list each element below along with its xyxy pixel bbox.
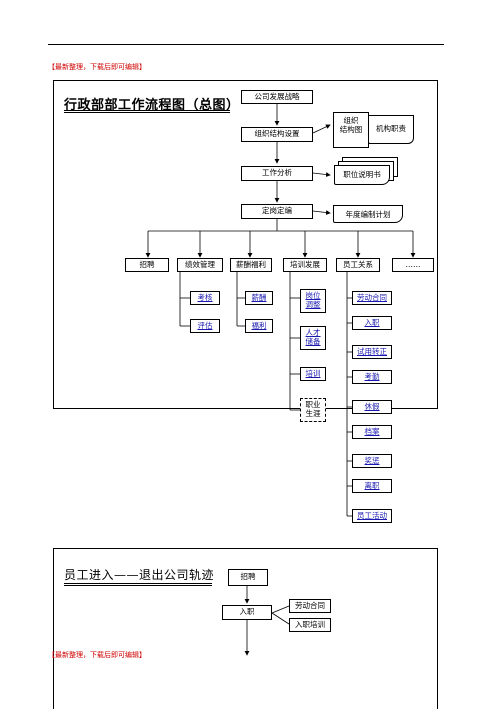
- employee-track-panel: [53, 548, 438, 709]
- org-duties-label: 机构职责: [376, 124, 406, 133]
- perf-evaluation[interactable]: 评估: [190, 319, 220, 333]
- title-underline: [64, 110, 230, 111]
- annual-plan-label: 年度编制计划: [345, 210, 391, 219]
- rel-attendance[interactable]: 考勤: [352, 370, 392, 384]
- staffing-box: 定岗定编: [241, 204, 313, 219]
- annual-plan-doc: [333, 205, 403, 223]
- track-labor-contract-box: 劳动合同: [289, 599, 331, 613]
- category-compensation: 薪酬福利: [230, 258, 272, 272]
- job-desc-doc: [334, 165, 390, 185]
- rel-onboard[interactable]: 入职: [352, 316, 392, 330]
- training-career-label: 职业 生涯: [305, 400, 321, 418]
- bottom-banner: 【最新整理，下载后即可编辑】: [48, 651, 146, 659]
- strategy-box: 公司发展战略: [241, 90, 313, 104]
- category-training: 培训发展: [283, 258, 327, 272]
- top-banner: 【最新整理，下载后即可编辑】: [48, 63, 146, 71]
- track-onboard-box: 入职: [222, 605, 272, 620]
- job-analysis-box: 工作分析: [241, 166, 313, 181]
- training-job-adjust-label[interactable]: 岗位 调整: [305, 291, 321, 309]
- training-talent-reserve[interactable]: 人才 储备: [300, 326, 326, 350]
- training-job-adjust[interactable]: 岗位 调整: [300, 289, 326, 313]
- job-desc-label: 职位说明书: [343, 170, 381, 179]
- category-more: ……: [392, 258, 434, 272]
- rel-activities[interactable]: 员工活动: [352, 509, 392, 523]
- title-underline-2: [64, 112, 230, 113]
- flowchart-panel: [53, 80, 438, 409]
- org-setup-box: 组织结构设置: [241, 127, 313, 142]
- comp-salary[interactable]: 薪酬: [245, 291, 273, 305]
- rel-leave[interactable]: 休假: [352, 400, 392, 414]
- flowchart-title: 行政部部工作流程图（总图）: [64, 98, 240, 113]
- org-duties-doc: [368, 115, 414, 144]
- rel-archive[interactable]: 档案: [352, 425, 392, 439]
- rel-resignation[interactable]: 离职: [352, 479, 392, 493]
- track-onboard-training-box: 入职培训: [289, 618, 331, 632]
- perf-assessment[interactable]: 考核: [190, 291, 220, 305]
- rel-probation[interactable]: 试用转正: [352, 345, 392, 359]
- employee-track-underline: [64, 583, 212, 584]
- category-recruit: 招聘: [125, 258, 169, 272]
- comp-benefits[interactable]: 福利: [245, 319, 273, 333]
- training-talent-reserve-label[interactable]: 人才 储备: [305, 328, 321, 346]
- org-chart-label: 组织 结构图: [339, 116, 363, 134]
- training-training[interactable]: 培训: [300, 367, 326, 381]
- header-rule: [48, 44, 444, 45]
- rel-labor-contract[interactable]: 劳动合同: [352, 291, 392, 305]
- category-performance: 绩效管理: [177, 258, 223, 272]
- category-relations: 员工关系: [336, 258, 380, 272]
- track-recruit-box: 招聘: [228, 569, 268, 586]
- rel-reward-penalty[interactable]: 奖惩: [352, 454, 392, 468]
- employee-track-underline-2: [64, 585, 212, 586]
- employee-track-title: 员工进入——退出公司轨迹: [64, 568, 215, 582]
- training-career: 职业 生涯: [300, 398, 326, 422]
